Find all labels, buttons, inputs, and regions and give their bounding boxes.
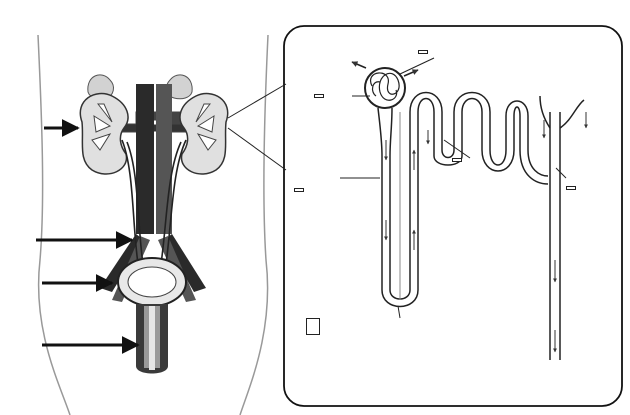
flow-arrows <box>384 112 588 353</box>
glomerulus-label <box>418 50 428 54</box>
loop-of-henle-label <box>306 318 320 335</box>
nephron-panel <box>283 25 623 407</box>
bladder <box>117 257 187 307</box>
distal-tubule-label <box>452 158 462 162</box>
callout-lines <box>227 83 287 171</box>
proximal-tubule-label <box>294 188 304 192</box>
nephron-tubule <box>351 61 585 360</box>
blood-label <box>314 94 324 98</box>
ureters <box>121 139 187 265</box>
urethra <box>136 304 168 374</box>
kidneys <box>79 92 229 175</box>
torso-outline <box>37 34 269 415</box>
organ-pointers <box>36 119 140 354</box>
label-pointers <box>340 57 567 319</box>
collecting-duct-label <box>566 186 576 190</box>
